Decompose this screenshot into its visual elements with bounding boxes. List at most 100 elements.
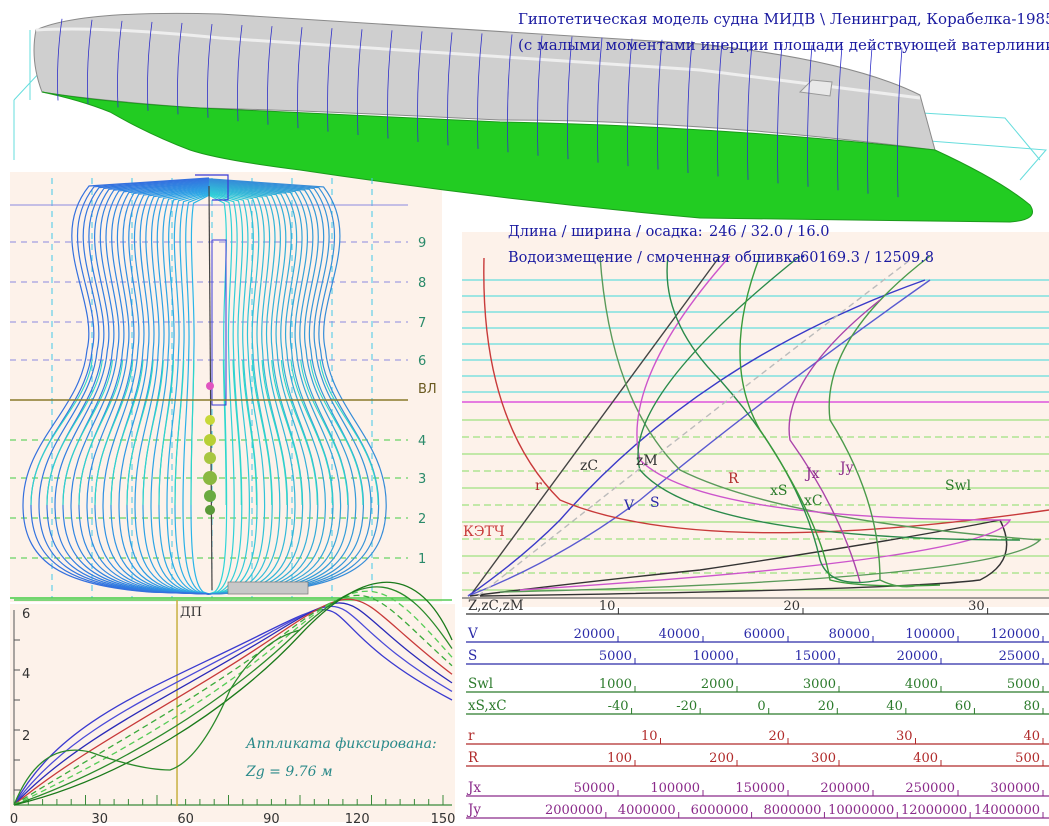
frame-underwater-fore <box>242 359 258 506</box>
bulb-bow <box>195 174 229 201</box>
hull-frame-line <box>57 18 63 101</box>
hull-frame-line <box>717 41 723 177</box>
waterline-label: 3 <box>418 472 426 487</box>
hull-frame-line <box>477 33 483 149</box>
scale-name: S <box>468 648 477 664</box>
hull-frame-line <box>507 34 513 153</box>
waterline-label: 1 <box>418 552 426 567</box>
scale-tick-label: 80000 <box>829 627 870 642</box>
stability-x-tick: 150 <box>431 812 456 826</box>
scale-tick-label: 10000 <box>693 649 734 664</box>
scale-tick-label: 20 <box>768 729 785 744</box>
stability-x-tick: 0 <box>10 812 18 826</box>
scale-tick-label: 5000 <box>1007 677 1040 692</box>
frame-section-fore <box>208 185 319 595</box>
stability-x-tick: 90 <box>263 812 280 826</box>
hull-frame-line <box>747 42 753 180</box>
scale-tick-label: 100 <box>607 751 632 766</box>
frame-underwater-fore <box>261 359 288 506</box>
scale-tick-label: 200000 <box>820 781 870 796</box>
stability-y-tick: 6 <box>22 607 30 622</box>
frame-underwater-fore <box>271 359 303 506</box>
hydrostatic-curve <box>477 259 911 597</box>
frame-section-fore <box>208 190 266 595</box>
frame-section-fore <box>208 182 342 595</box>
frame-section-aft <box>150 190 210 595</box>
hull-frame-line <box>867 47 873 194</box>
curve-label-V: V <box>623 498 635 514</box>
curve-label-R: R <box>728 471 739 487</box>
curve-label-r: r <box>535 478 542 494</box>
stability-curve <box>13 590 453 806</box>
frame-section-fore <box>208 191 258 595</box>
scale-tick-label: 6000000 <box>691 803 749 818</box>
title-line-1: Гипотетическая модель судна МИДВ \ Ленин… <box>518 10 1049 28</box>
frame-section-aft <box>30 178 210 595</box>
frame-section-aft <box>70 182 210 595</box>
scale-tick-label: 40 <box>1023 729 1040 744</box>
scale-name: Swl <box>468 676 493 692</box>
frame-section-aft <box>86 183 210 595</box>
waterline-label: 2 <box>418 512 426 527</box>
frame-section-aft <box>166 192 210 595</box>
frame-section-aft <box>62 181 210 595</box>
frame-section-fore <box>208 193 243 595</box>
hydrostatic-curve <box>467 279 926 597</box>
frame-section-aft <box>22 177 210 595</box>
hull-frame-line <box>597 37 603 163</box>
scale-tick-label: 50000 <box>574 781 615 796</box>
frame-underwater-fore <box>280 359 318 506</box>
hull-frame-line <box>177 22 183 115</box>
hydrostatic-curve <box>519 255 1012 591</box>
stability-y-tick: 4 <box>22 667 30 682</box>
scale-tick-label: 300000 <box>990 781 1040 796</box>
scale-tick-label: 4000 <box>905 677 938 692</box>
frame-section-fore <box>208 180 365 595</box>
centerline-label: ДП <box>180 605 202 620</box>
curve-label-xC: xC <box>804 493 823 509</box>
scale-tick-label: 40 <box>886 699 903 714</box>
frame-section-aft <box>102 185 210 595</box>
scale-tick-label: 100000 <box>905 627 955 642</box>
frame-underwater-aft <box>78 359 124 506</box>
hull-frame-line <box>837 46 843 191</box>
frame-section-aft <box>38 179 210 595</box>
stability-x-tick: 30 <box>92 812 109 826</box>
frame-underwater-fore <box>300 359 349 506</box>
frame-section-aft <box>182 193 210 595</box>
hull-frame-line <box>207 23 213 118</box>
scale-tick-label: 150000 <box>735 781 785 796</box>
curve-label-kecg: КЭТЧ <box>463 524 505 540</box>
keel-flat <box>227 581 309 595</box>
hydrostatic-curve <box>483 257 1049 534</box>
stability-y-tick: 2 <box>22 729 30 744</box>
stability-curve <box>13 586 453 806</box>
waterline-label: 6 <box>418 354 426 369</box>
hull-frame-line <box>117 20 123 108</box>
body-plan-frames <box>22 177 387 595</box>
displacement-value: 60169.3 / 12509.8 <box>800 250 934 266</box>
scale-tick-label: 2000 <box>701 677 734 692</box>
scale-tick-label: 30 <box>968 599 985 614</box>
scale-tick-label: 20000 <box>897 649 938 664</box>
curve-label-zM: zM <box>636 453 658 469</box>
frame-section-fore <box>208 181 357 595</box>
curve-label-Jx: Jx <box>804 466 820 482</box>
hydrostatic-curve <box>739 255 941 587</box>
scale-tick-label: 20 <box>783 599 800 614</box>
scale-tick-label: 4000000 <box>618 803 676 818</box>
scale-tick-label: 500 <box>1015 751 1040 766</box>
frame-section-fore <box>208 179 380 595</box>
stability-curve <box>13 609 453 806</box>
frame-underwater-aft <box>94 359 134 506</box>
frame-section-fore <box>208 182 349 595</box>
scale-tick-label: 200 <box>709 751 734 766</box>
hull-frame-line <box>417 31 423 142</box>
scale-tick-label: 10000000 <box>828 803 894 818</box>
frame-underwater-fore <box>309 359 364 506</box>
scale-tick-label: 15000 <box>795 649 836 664</box>
displacement-label: Водоизмещение / смоченная обшивка: <box>508 250 806 266</box>
curve-label-zC: zC <box>580 458 598 474</box>
